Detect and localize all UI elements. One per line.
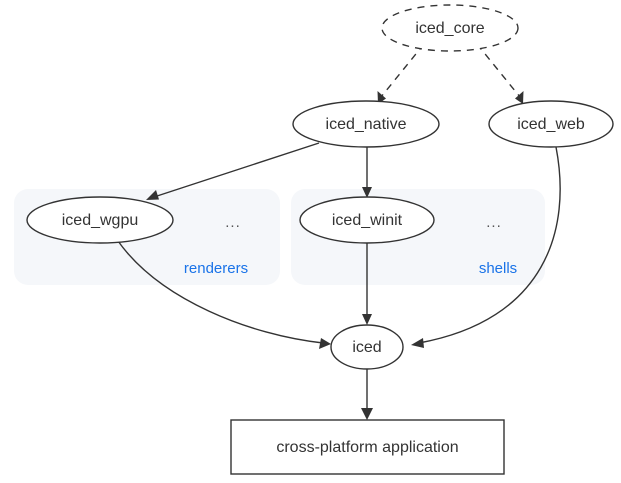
node-iced-winit[interactable]: iced_winit [299, 196, 435, 244]
node-iced-native-shape[interactable] [292, 100, 440, 148]
node-iced-winit-label: iced_winit [332, 212, 403, 229]
node-iced-web-label: iced_web [517, 116, 585, 133]
edge-iced-core-to-iced-native [377, 43, 425, 104]
node-iced[interactable]: iced [330, 324, 404, 370]
edge-iced-wgpu-to-iced-line [117, 240, 324, 344]
edge-iced-core-to-iced-web-line [476, 43, 521, 98]
cluster-shells-label: shells [479, 260, 517, 277]
edge-iced-winit-to-iced [362, 243, 372, 325]
edge-iced-wgpu-to-iced-arrowhead [319, 338, 331, 349]
node-iced-native-label: iced_native [326, 116, 407, 133]
edge-iced-to-app-arrowhead [361, 408, 373, 420]
edge-iced-core-to-iced-web-arrowhead [515, 91, 524, 104]
node-iced-core-shape[interactable] [381, 4, 519, 52]
edge-iced-native-to-iced-winit [362, 147, 372, 198]
edge-iced-wgpu-to-iced [117, 240, 331, 349]
cluster-shells-ellipsis: ... [486, 214, 502, 231]
edge-iced-web-to-iced [411, 146, 561, 348]
edge-iced-core-to-iced-web [476, 43, 524, 104]
cluster-renderers-ellipsis: ... [225, 214, 241, 231]
edge-iced-web-to-iced-line [418, 146, 561, 344]
node-iced-shape[interactable] [330, 324, 404, 370]
node-iced-core-label: iced_core [415, 20, 484, 37]
node-cross-platform-application[interactable]: cross-platform application [230, 419, 505, 475]
edge-iced-native-to-iced-winit-arrowhead [362, 187, 372, 198]
node-iced-native[interactable]: iced_native [292, 100, 440, 148]
edge-iced-core-to-iced-native-line [380, 43, 425, 98]
node-cross-platform-application-shape[interactable] [230, 419, 505, 475]
edge-iced-native-to-iced-wgpu [146, 142, 320, 200]
node-iced-web-shape[interactable] [488, 100, 614, 148]
node-iced-web[interactable]: iced_web [488, 100, 614, 148]
node-cross-platform-application-label: cross-platform application [276, 439, 458, 456]
node-iced-winit-shape[interactable] [299, 196, 435, 244]
node-iced-label: iced [352, 339, 381, 356]
node-iced-wgpu-shape[interactable] [26, 196, 174, 244]
edge-iced-to-app [361, 369, 373, 420]
node-iced-wgpu-label: iced_wgpu [62, 212, 139, 229]
node-iced-wgpu[interactable]: iced_wgpu [26, 196, 174, 244]
node-iced-core[interactable]: iced_core [381, 4, 519, 52]
edge-iced-winit-to-iced-arrowhead [362, 314, 372, 325]
edge-iced-native-to-iced-wgpu-arrowhead [146, 190, 159, 200]
cluster-renderers-label: renderers [184, 260, 248, 277]
edge-iced-native-to-iced-wgpu-line [153, 142, 320, 198]
edge-iced-web-to-iced-arrowhead [411, 338, 424, 348]
